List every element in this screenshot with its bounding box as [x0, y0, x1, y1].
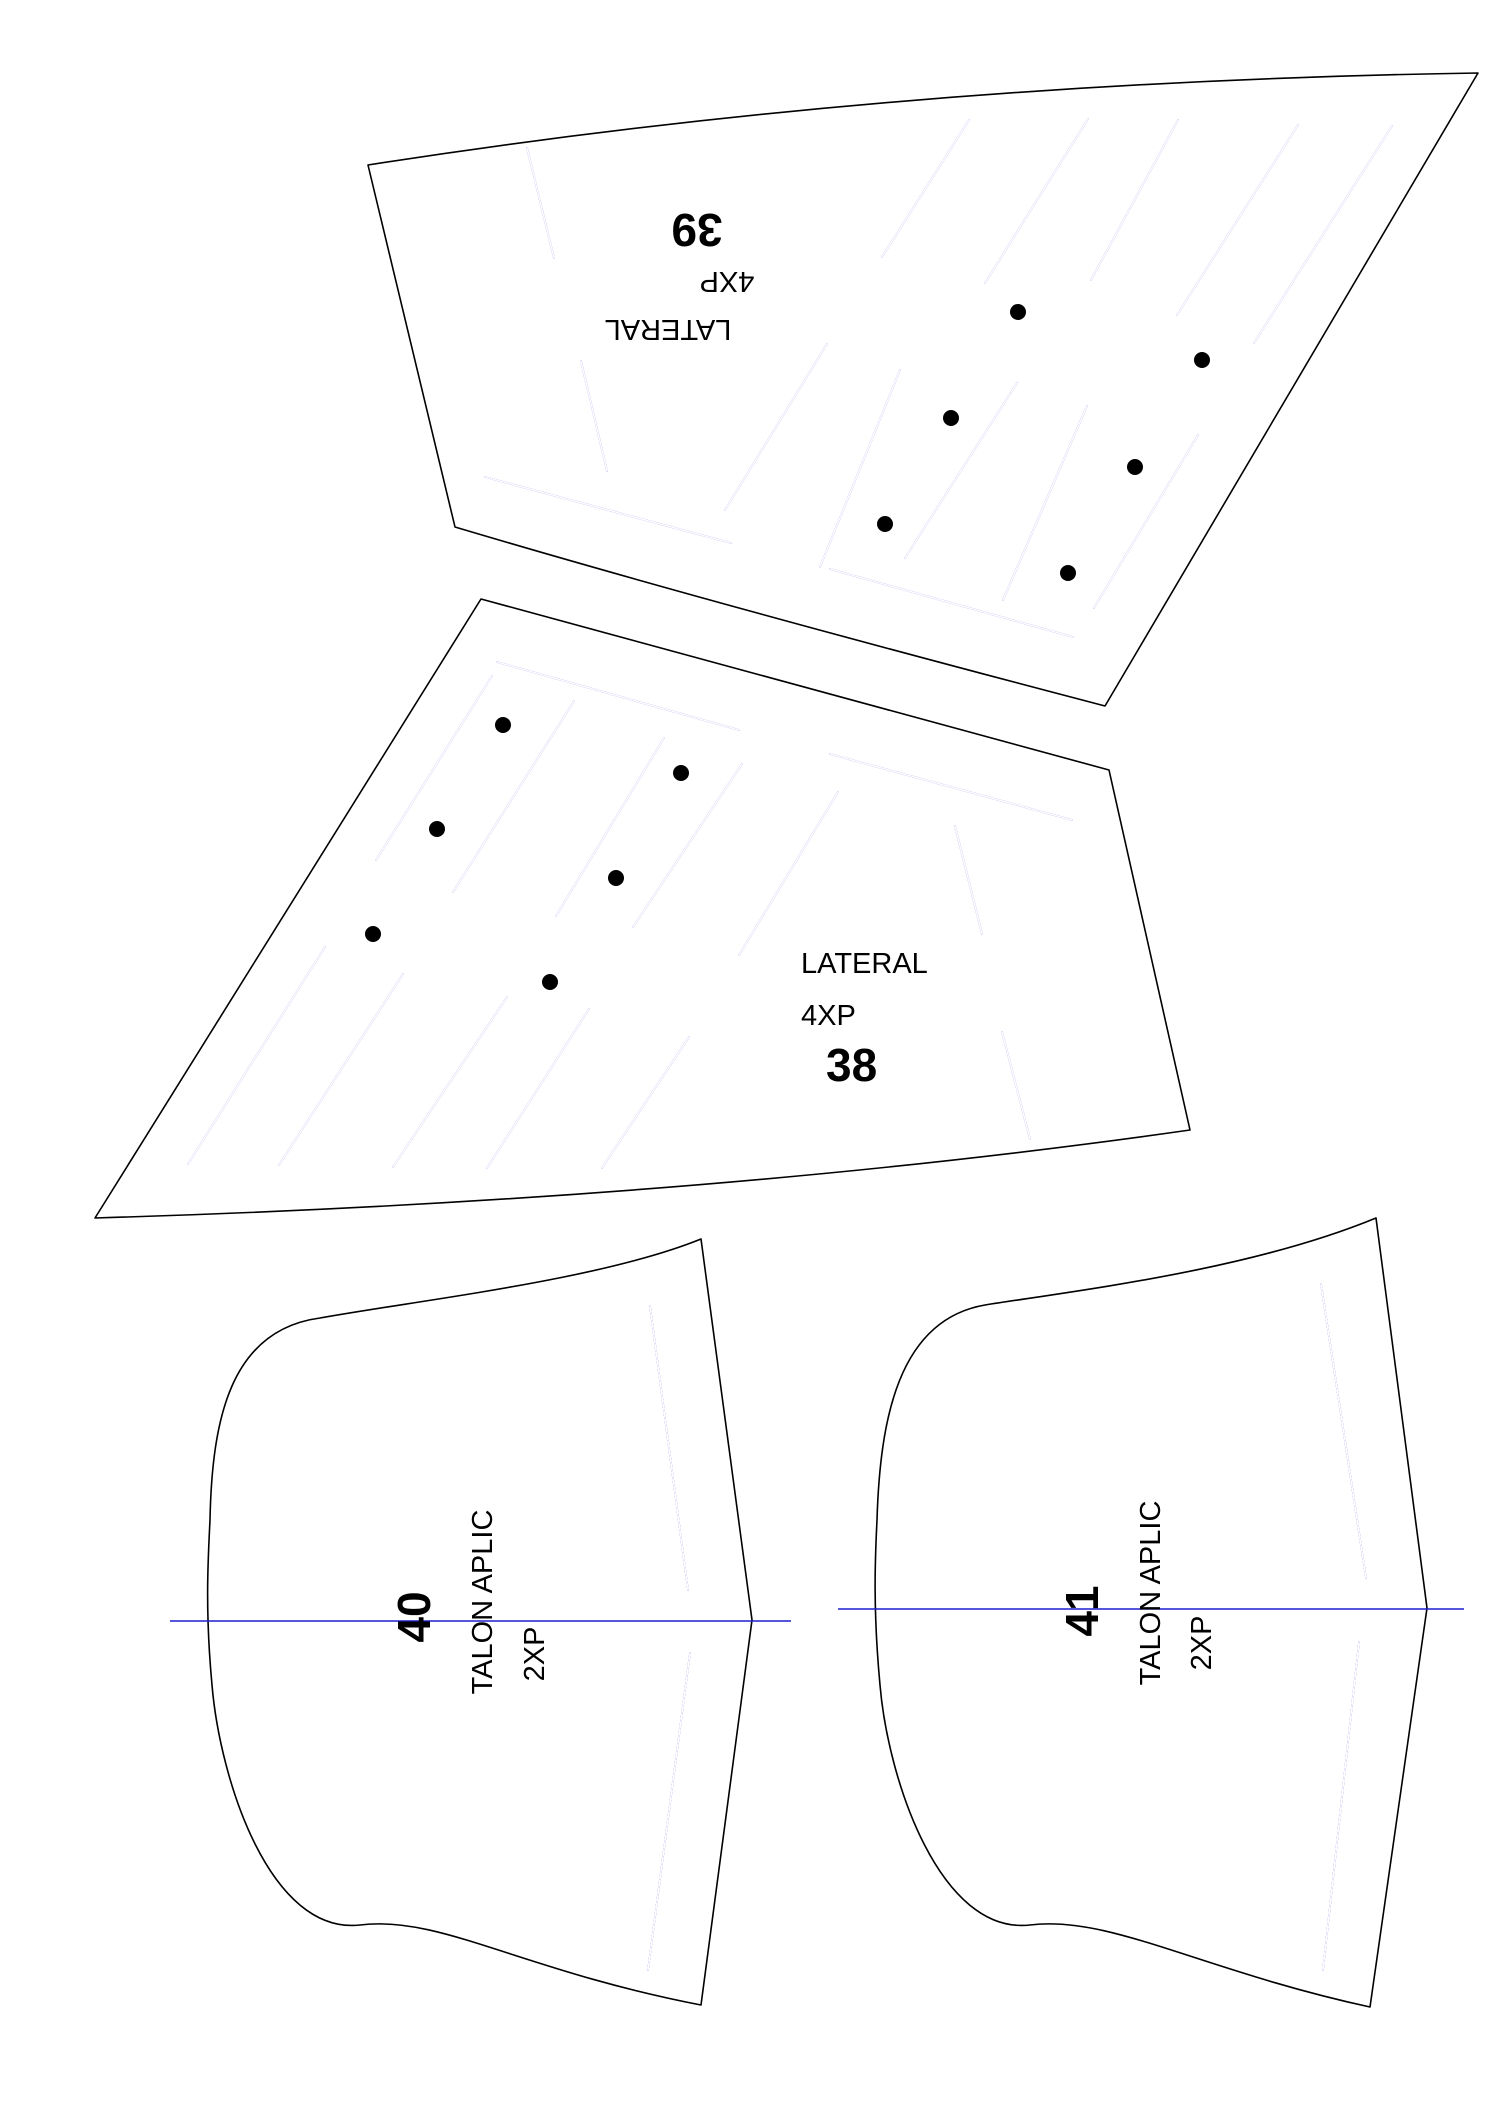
- slot-inner: [647, 1652, 691, 1971]
- slot-inner: [187, 946, 326, 1165]
- piece-40-name: TALON APLIC: [467, 1510, 499, 1695]
- slot-inner: [649, 1305, 689, 1591]
- piece-39-quantity: 4XP: [700, 265, 755, 297]
- piece-39: 39 4XP LATERAL: [367, 72, 1479, 707]
- slot-inner: [1322, 1641, 1360, 1971]
- slot-inner: [601, 1036, 690, 1169]
- piece-38: LATERAL 4XP 38: [94, 598, 1191, 1219]
- piece-38-name: LATERAL: [801, 948, 928, 980]
- piece-39-name: LATERAL: [605, 313, 732, 345]
- piece-40-slots: [647, 1305, 691, 1971]
- piece-41-quantity: 2XP: [1186, 1616, 1218, 1671]
- slot-inner: [580, 360, 608, 472]
- piece-40-quantity: 2XP: [519, 1627, 551, 1682]
- slot-inner: [496, 661, 740, 731]
- slot-inner: [1090, 119, 1179, 281]
- slot-inner: [526, 147, 555, 259]
- piece-40-outline: [206, 1238, 753, 2006]
- piece-40-number: 40: [388, 1591, 440, 1642]
- notch-dot: [877, 516, 893, 532]
- notch-dot: [608, 870, 624, 886]
- slot-inner: [1001, 1031, 1031, 1140]
- slot-inner: [1176, 124, 1299, 316]
- slot-inner: [738, 791, 839, 956]
- notch-dot: [495, 717, 511, 733]
- notch-dot: [1010, 304, 1026, 320]
- piece-39-slots: [484, 118, 1393, 638]
- piece-38-number: 38: [826, 1039, 877, 1091]
- slot-inner: [829, 753, 1073, 821]
- slot-inner: [632, 763, 743, 928]
- notch-dot: [542, 974, 558, 990]
- piece-38-slots: [187, 661, 1073, 1169]
- slot-inner: [486, 1008, 590, 1169]
- piece-39-number: 39: [671, 204, 722, 256]
- piece-41-outline: [874, 1217, 1428, 2008]
- slot-inner: [829, 568, 1074, 638]
- notch-dot: [429, 821, 445, 837]
- piece-39-outline: [367, 72, 1479, 707]
- slot-inner: [881, 119, 970, 258]
- notch-dot: [365, 926, 381, 942]
- notch-dot: [673, 765, 689, 781]
- slot-inner: [904, 382, 1018, 559]
- notch-dot: [1127, 459, 1143, 475]
- slot-inner: [278, 973, 404, 1166]
- slot-inner: [1002, 405, 1088, 601]
- piece-41: 41 TALON APLIC 2XP: [838, 1217, 1464, 2008]
- piece-38-quantity: 4XP: [801, 1000, 856, 1032]
- piece-38-dots: [365, 717, 689, 990]
- slot-inner: [452, 700, 575, 893]
- slot-inner: [484, 476, 732, 544]
- notch-dot: [1060, 565, 1076, 581]
- slot-inner: [1253, 125, 1393, 344]
- slot-inner: [375, 675, 493, 861]
- slot-inner: [1093, 434, 1199, 609]
- piece-40: 40 TALON APLIC 2XP: [170, 1238, 791, 2006]
- slot-inner: [1320, 1283, 1367, 1579]
- notch-dot: [1194, 352, 1210, 368]
- slot-inner: [954, 825, 983, 935]
- slot-inner: [724, 343, 828, 511]
- piece-38-outline: [94, 598, 1191, 1219]
- piece-41-number: 41: [1056, 1585, 1108, 1636]
- slot-inner: [984, 118, 1089, 284]
- slot-inner: [555, 737, 665, 917]
- slot-inner: [819, 369, 901, 568]
- piece-39-dots: [877, 304, 1210, 581]
- piece-41-slots: [1320, 1283, 1367, 1971]
- notch-dot: [943, 410, 959, 426]
- slot-inner: [392, 996, 508, 1168]
- piece-41-name: TALON APLIC: [1135, 1501, 1167, 1686]
